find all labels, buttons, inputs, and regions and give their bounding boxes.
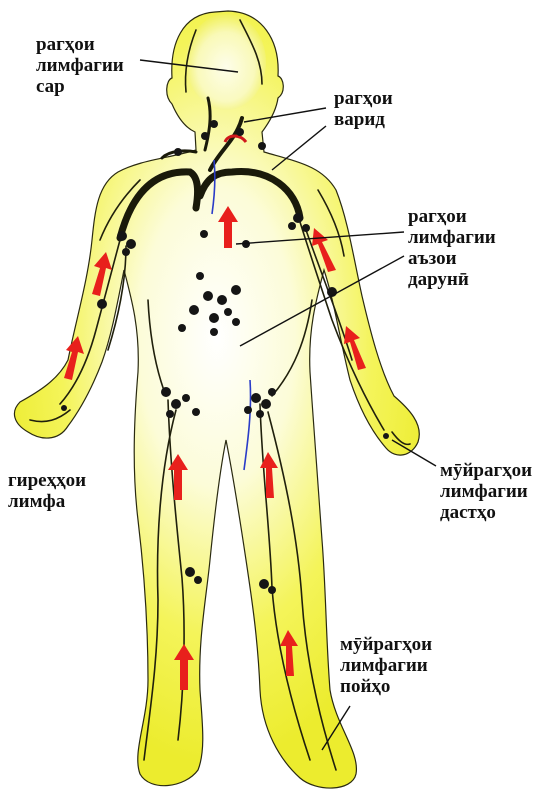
head-highlight [186,14,266,110]
label-line: варид [334,109,393,130]
label-line: дастҳо [440,502,532,523]
label-line: лимфа [8,491,86,512]
label-line: мӯйрагҳои [340,634,432,655]
label-line: дарунӣ [408,269,496,290]
label-line: мӯйрагҳои [440,460,532,481]
label-line: рагҳои [36,34,124,55]
label-line: рагҳои [408,206,496,227]
label-line: лимфагии [36,55,124,76]
label-head-lymph-vessels: рагҳои лимфагии сар [36,34,124,97]
label-line: лимфагии [340,655,432,676]
label-line: гиреҳҳои [8,470,86,491]
label-foot-lymph-capillaries: мӯйрагҳои лимфагии пойҳо [340,634,432,697]
label-line: рагҳои [334,88,393,109]
label-lymph-nodes: гиреҳҳои лимфа [8,470,86,512]
label-line: лимфагии [408,227,496,248]
label-line: лимфагии [440,481,532,502]
label-line: аъзои [408,248,496,269]
label-internal-organ-lymph-vessels: рагҳои лимфагии аъзои дарунӣ [408,206,496,290]
label-line: сар [36,76,124,97]
label-line: пойҳо [340,676,432,697]
label-hand-lymph-capillaries: мӯйрагҳои лимфагии дастҳо [440,460,532,523]
label-veins: рагҳои варид [334,88,393,130]
